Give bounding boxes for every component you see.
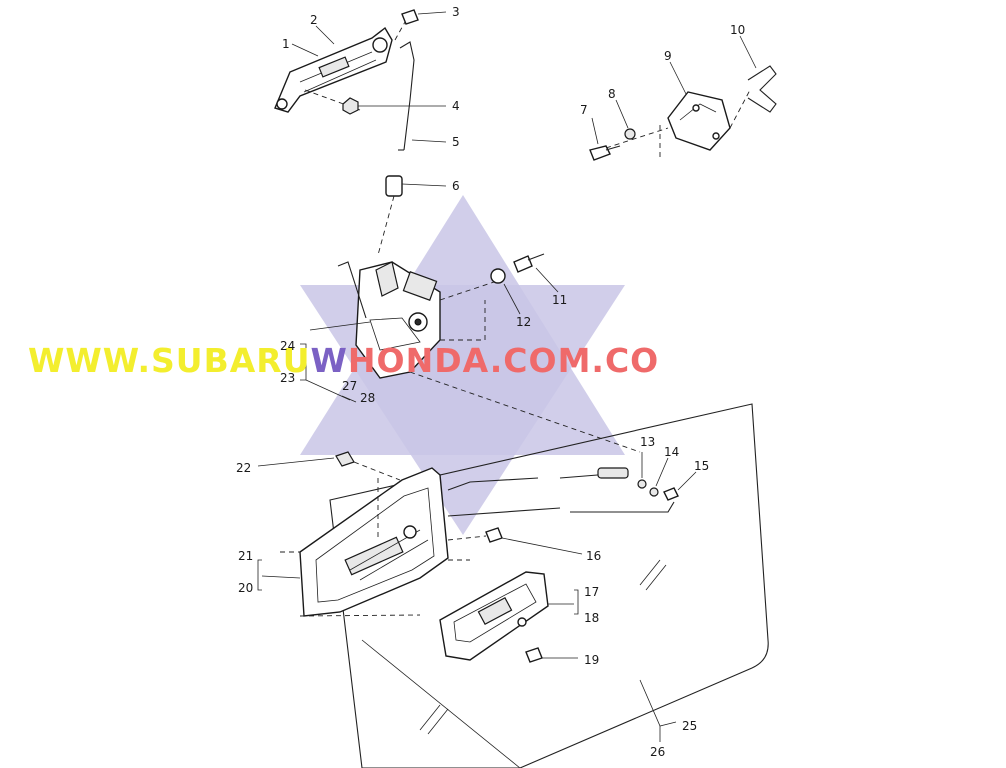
callout-2: 2	[310, 13, 318, 27]
callout-21: 21	[238, 549, 253, 563]
striker-washer	[624, 128, 636, 140]
grommet-part	[490, 268, 506, 284]
callout-8: 8	[608, 87, 616, 101]
watermark-text-suffix: HONDA.COM.CO	[348, 341, 659, 380]
svg-text:WWW.SUBARUWHONDA.COM.CO: WWW.SUBARUWHONDA.COM.CO	[28, 341, 659, 380]
striker-assembly	[605, 65, 777, 160]
door-latch-mechanism	[309, 261, 641, 453]
callout-24: 24	[280, 339, 295, 353]
callout-1: 1	[282, 37, 290, 51]
screw-15-part	[663, 487, 679, 501]
watermark-text-prefix: WWW.SUBARU	[28, 341, 311, 380]
callout-4: 4	[452, 99, 460, 113]
callout-26: 26	[650, 745, 665, 759]
screw-19-part	[525, 647, 543, 663]
inner-handle-bezel	[439, 571, 549, 661]
callout-3: 3	[452, 5, 460, 19]
callout-20: 20	[238, 581, 253, 595]
callout-27: 27	[342, 379, 357, 393]
callout-15: 15	[694, 459, 709, 473]
callout-9: 9	[664, 49, 672, 63]
callout-14: 14	[664, 445, 679, 459]
callout-18: 18	[584, 611, 599, 625]
callout-19: 19	[584, 653, 599, 667]
outer-handle-assembly	[274, 26, 393, 113]
connecting-rods	[447, 467, 675, 517]
callout-25: 25	[682, 719, 697, 733]
leader-lines	[257, 11, 757, 742]
door-glass-panel	[329, 403, 769, 768]
nut-part	[342, 97, 359, 115]
callout-28: 28	[360, 391, 375, 405]
callout-11: 11	[552, 293, 567, 307]
callout-16: 16	[586, 549, 601, 563]
grommet-22-part	[335, 451, 401, 481]
callout-10: 10	[730, 23, 745, 37]
screw-16-part	[447, 527, 503, 543]
washer-14-part	[637, 479, 659, 497]
watermark-text-mid: W	[311, 341, 348, 380]
latch-screw	[513, 253, 545, 273]
callout-labels: 1 2 3 4 5 6 7 8 9 10 11 12 24 23 27 28 1…	[236, 5, 745, 759]
rod-clip-part	[377, 175, 403, 256]
callout-5: 5	[452, 135, 460, 149]
callout-12: 12	[516, 315, 531, 329]
clip-part	[394, 9, 419, 41]
callout-6: 6	[452, 179, 460, 193]
callout-13: 13	[640, 435, 655, 449]
control-rod	[398, 41, 415, 151]
callout-23: 23	[280, 371, 295, 385]
callout-17: 17	[584, 585, 599, 599]
callout-22: 22	[236, 461, 251, 475]
callout-7: 7	[580, 103, 588, 117]
striker-bolt	[589, 145, 621, 161]
watermark-text: WWW.SUBARUWHONDA.COM.CO	[28, 341, 659, 380]
inner-handle-frame	[280, 467, 470, 617]
